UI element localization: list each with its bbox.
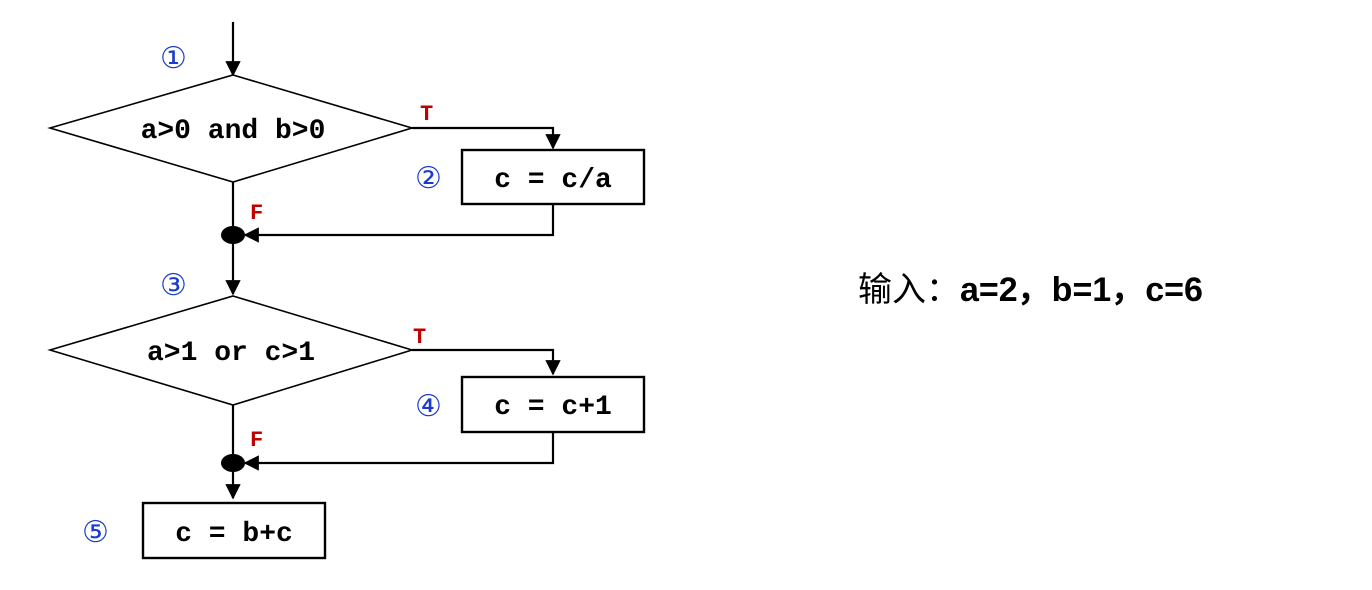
junction-2 — [221, 454, 245, 472]
process-4-return-edge — [243, 432, 555, 471]
node-number-5: ⑤ — [82, 515, 109, 550]
process-4-text: c = c+1 — [494, 392, 612, 423]
process-5-text: c = b+c — [175, 519, 293, 550]
input-values: a=2，b=1，c=6 — [960, 271, 1203, 309]
node-number-1: ① — [160, 41, 187, 76]
node-number-4: ④ — [415, 389, 442, 424]
input-values-text: 输入：a=2，b=1，c=6 — [858, 262, 1203, 311]
decision-1-true-label: T — [420, 102, 433, 127]
process-2-return-edge — [243, 204, 555, 243]
decision-3-text: a>1 or c>1 — [147, 338, 315, 369]
process-2-text: c = c/a — [494, 165, 612, 196]
input-label: 输入： — [858, 270, 960, 310]
decision-1-false-label: F — [250, 201, 263, 226]
decision-3-true-label: T — [413, 325, 426, 350]
node-number-2: ② — [415, 161, 442, 196]
decision-1-true-edge — [412, 126, 561, 150]
decision-3-false-label: F — [250, 428, 263, 453]
process-node-4 — [460, 375, 646, 434]
process-node-5 — [141, 501, 327, 560]
decision-1-text: a>0 and b>0 — [141, 116, 326, 147]
process-node-2 — [460, 148, 646, 206]
decision-3-true-edge — [412, 348, 561, 376]
node-number-3: ③ — [160, 268, 187, 303]
junction-1 — [221, 226, 245, 244]
